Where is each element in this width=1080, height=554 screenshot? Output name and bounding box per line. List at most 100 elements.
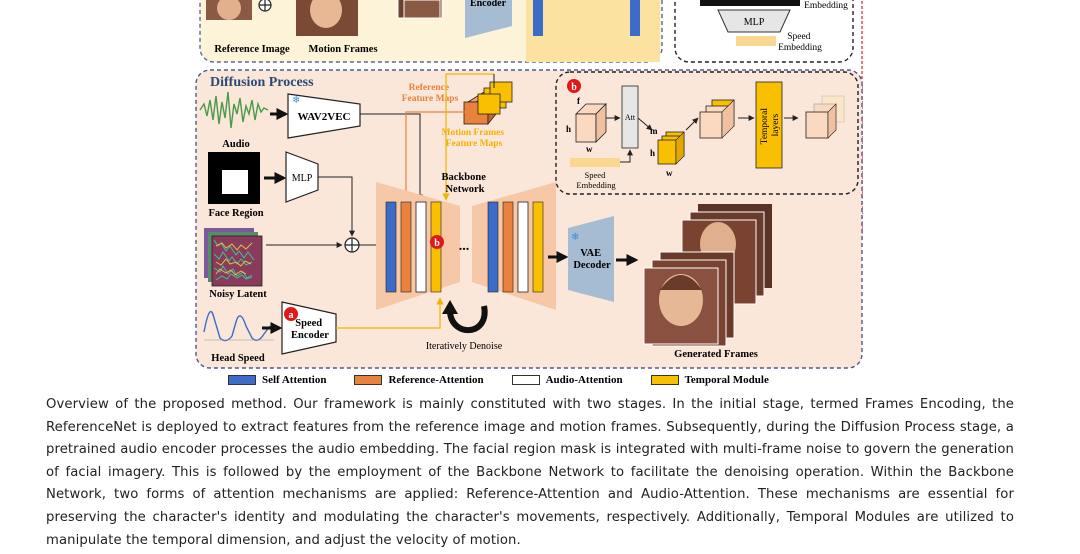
legend: Self Attention Reference-Attention Audio-A… bbox=[228, 372, 797, 388]
backbone-line-1: Backbone bbox=[442, 172, 487, 183]
noisy-latent-label: Noisy Latent bbox=[209, 289, 267, 300]
legend-swatch bbox=[650, 375, 679, 385]
face-region-label: Face Region bbox=[208, 208, 263, 219]
speed-to-backbone-arrow bbox=[336, 297, 444, 329]
badge-b-detail-label: b bbox=[571, 82, 577, 93]
legend-label: Reference-Attention bbox=[388, 374, 484, 386]
dim-m-label: m bbox=[650, 126, 658, 136]
dim-w-label: w bbox=[586, 144, 593, 154]
audio-label: Audio bbox=[222, 139, 249, 150]
audio-attention-block bbox=[415, 201, 427, 293]
speed-embedding-bar bbox=[736, 36, 776, 46]
dim-h-label: h bbox=[566, 124, 571, 134]
backbone-ellipsis: ... bbox=[459, 239, 470, 254]
speed-embedding-line-1: Speed bbox=[787, 32, 810, 42]
vae-decoder-label: VAE Decoder bbox=[573, 248, 611, 271]
speed-embedding-strip bbox=[570, 158, 620, 167]
audio-waveform-icon bbox=[199, 91, 269, 129]
speed-emb-to-att-arrow bbox=[620, 149, 633, 163]
generated-frames-label: Generated Frames bbox=[674, 349, 758, 360]
backbone-label: Backbone Network bbox=[442, 172, 489, 195]
reference-image-thumb bbox=[206, 0, 252, 20]
face-mlp-label: MLP bbox=[292, 173, 313, 184]
speed-encoder-label: Speed Encoder bbox=[291, 318, 329, 341]
speed-encoder-line-2: Encoder bbox=[291, 330, 329, 341]
legend-swatch bbox=[511, 375, 540, 385]
decoder-audio-attention-block bbox=[517, 201, 529, 293]
denoise-loop-icon bbox=[442, 300, 488, 333]
detail-speed-line-2: Embedding bbox=[576, 180, 616, 190]
head-speed-label: Head Speed bbox=[211, 353, 265, 364]
mot-fm-line-2: Feature Maps bbox=[446, 139, 503, 149]
mlp-to-plus-arrow bbox=[318, 176, 355, 237]
decoder-temporal-module-block bbox=[532, 201, 544, 293]
encoder-label: Encoder bbox=[470, 0, 507, 9]
face-region-mask bbox=[208, 152, 260, 204]
mot-fm-line-1: Motion Frames bbox=[442, 128, 505, 138]
detail-speed-line-1: Speed bbox=[585, 170, 607, 180]
motion-map-arrow bbox=[445, 73, 494, 160]
wav2vec-label: WAV2VEC bbox=[298, 111, 351, 123]
speed-mlp-label: MLP bbox=[744, 17, 765, 28]
embedding-label: Embedding bbox=[804, 1, 848, 11]
vae-decoder-block: ❄ VAE Decoder bbox=[568, 216, 614, 302]
badge-b-backbone-label: b bbox=[434, 238, 440, 249]
noisy-latent-stack bbox=[204, 228, 263, 287]
attention-block: Att bbox=[621, 85, 639, 149]
badge-a-label: a bbox=[289, 310, 294, 321]
self-attention-block bbox=[385, 201, 397, 293]
vae-snowflake-icon: ❄ bbox=[571, 232, 579, 243]
frozen-snowflake-icon: ❄ bbox=[292, 95, 300, 106]
iteratively-denoise-label: Iteratively Denoise bbox=[426, 341, 503, 352]
motion-frames-thumb bbox=[296, 0, 358, 36]
m-cubes-up-arrow bbox=[685, 117, 699, 131]
plus-icon bbox=[258, 0, 272, 12]
output-feature-cubes bbox=[805, 95, 845, 139]
temporal-line-2: layers bbox=[771, 113, 781, 136]
legend-item: Reference-Attention bbox=[354, 374, 484, 386]
generated-frames-stack bbox=[643, 204, 772, 347]
vae-line-1: VAE bbox=[580, 248, 601, 259]
speed-embedding-line-2: Embedding bbox=[778, 43, 822, 53]
backbone-line-2: Network bbox=[445, 184, 484, 195]
motion-feature-maps-cube bbox=[477, 81, 513, 115]
legend-label: Self Attention bbox=[262, 374, 327, 386]
dim-w2-label: w bbox=[666, 168, 673, 178]
encoder-block: Encoder bbox=[465, 0, 512, 38]
dim-h2-label: h bbox=[650, 148, 655, 158]
diffusion-process-panel: Diffusion Process Audio WAV2VEC ❄ Face R… bbox=[195, 69, 863, 369]
ref-fm-line-2: Feature Maps bbox=[402, 94, 459, 104]
legend-swatch bbox=[228, 375, 256, 385]
badge-b-detail: b bbox=[567, 79, 581, 93]
frames-encoding-panel: Reference Image Motion Frames Encoder bbox=[199, 0, 663, 63]
motion-frames-stack bbox=[397, 0, 443, 19]
ref-fm-line-1: Reference bbox=[409, 83, 449, 93]
badge-a: a bbox=[284, 307, 298, 321]
legend-label: Audio-Attention bbox=[545, 374, 623, 386]
temporal-layers-block: Temporal layers bbox=[755, 81, 783, 169]
temporal-line-1: Temporal bbox=[760, 108, 770, 145]
figure-caption: Overview of the proposed method. Our fra… bbox=[46, 397, 1014, 548]
legend-item: Temporal Module bbox=[650, 374, 769, 386]
legend-item: Self Attention bbox=[228, 374, 326, 386]
legend-item: Audio-Attention bbox=[511, 374, 623, 386]
reference-image-label: Reference Image bbox=[214, 44, 290, 55]
temporal-layers-label: Temporal layers bbox=[760, 106, 781, 145]
att-label: Att bbox=[625, 113, 636, 122]
reference-net-backbone bbox=[526, 0, 660, 62]
temporal-detail-panel: b f h w Att Speed Embedding bbox=[555, 71, 859, 195]
dim-f-label: f bbox=[577, 96, 581, 106]
speed-embedding-panel: Embedding MLP Speed Embedding bbox=[674, 0, 854, 63]
speed-encoder-line-1: Speed bbox=[295, 318, 322, 329]
speed-embedding-label: Speed Embedding bbox=[778, 32, 822, 53]
stacked-feature-cubes bbox=[699, 99, 735, 139]
badge-b-backbone: b bbox=[430, 235, 444, 249]
diffusion-title: Diffusion Process bbox=[210, 75, 314, 90]
detail-speed-embedding-label: Speed Embedding bbox=[576, 170, 616, 190]
face-mlp-block: MLP bbox=[285, 151, 319, 203]
input-feature-cube bbox=[575, 103, 607, 143]
decoder-self-attention-block bbox=[487, 201, 499, 293]
legend-swatch bbox=[354, 375, 383, 385]
decoder-reference-attention-block bbox=[502, 201, 514, 293]
mlp-block bbox=[717, 9, 791, 33]
